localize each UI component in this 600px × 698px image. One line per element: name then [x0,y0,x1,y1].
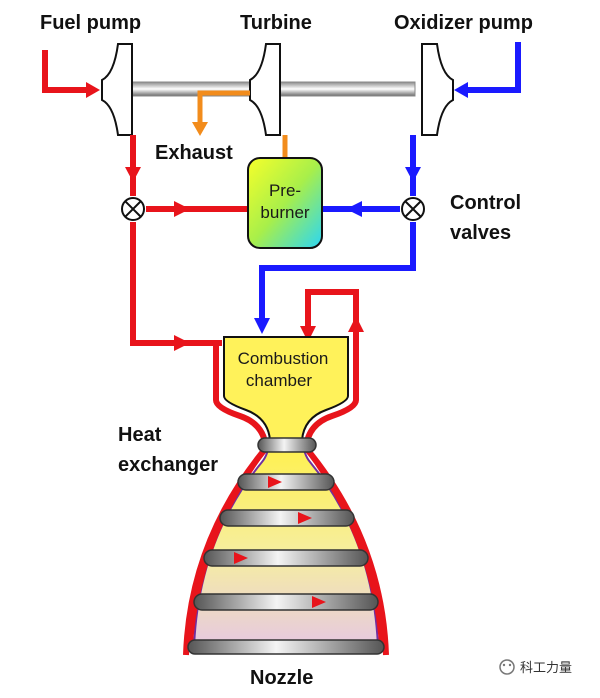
nozzle [192,439,380,649]
cooling-ring [203,549,369,567]
combustion-chamber-label-line1: Combustion [238,349,329,368]
oxidizer-main-arrow [254,318,270,334]
fuel-main-arrow [174,335,190,351]
cooling-ring [187,639,385,655]
heat-exchanger-up-arrow [348,316,364,332]
fuel-down-arrow [125,167,141,182]
control-valves-label-line1: Control [450,192,521,214]
combustion-chamber-label-line2: chamber [246,371,312,390]
oxidizer-pump [421,43,454,136]
preburner [247,157,323,249]
heat-exchanger-label-line1: Heat [118,424,162,446]
ring-flow-arrow [298,512,312,524]
fuel-inlet-line [42,50,95,93]
return-loop-line [305,289,359,338]
oxidizer-control-valve [401,197,425,221]
heat-exchanger-label-line2: exchanger [118,454,218,476]
preburner-label-line2: burner [260,203,309,222]
exhaust-line [197,90,250,126]
ring-flow-arrow [268,476,282,488]
fuel-to-preburner-arrow [174,201,190,217]
cooling-ring [219,509,355,527]
control-valves-label-line2: valves [450,222,511,244]
watermark-icon [499,659,515,675]
nozzle-inner-wall-right [304,446,385,653]
oxidizer-pump-label: Oxidizer pump [394,12,533,34]
watermark-text: 科工力量 [520,660,572,675]
fuel-inlet-arrow [86,82,100,98]
turbine-label: Turbine [240,12,312,34]
fuel-main-line [130,222,222,346]
exhaust-label: Exhaust [155,142,233,164]
cooling-ring [193,593,379,611]
oxidizer-inlet-arrow [454,82,468,98]
fuel-control-valve [121,197,145,221]
fuel-pump-label: Fuel pump [40,12,141,34]
preburner-label-line1: Pre- [269,181,301,200]
oxidizer-main-line [259,222,416,322]
cooling-ring [257,437,317,453]
nozzle-label: Nozzle [250,667,313,689]
nozzle-inner-wall-left [187,446,268,653]
ring-flow-arrow [312,596,326,608]
fuel-pump [101,43,133,136]
turbine [249,43,281,136]
exhaust-arrow [192,122,208,136]
return-loop-arrow [300,326,316,342]
oxidizer-down-arrow [405,167,421,182]
cooling-ring [237,473,335,491]
oxidizer-to-preburner-arrow [346,201,362,217]
oxidizer-inlet-line [462,42,521,93]
ring-flow-arrow [234,552,248,564]
watermark: 科工力量 [499,659,572,675]
